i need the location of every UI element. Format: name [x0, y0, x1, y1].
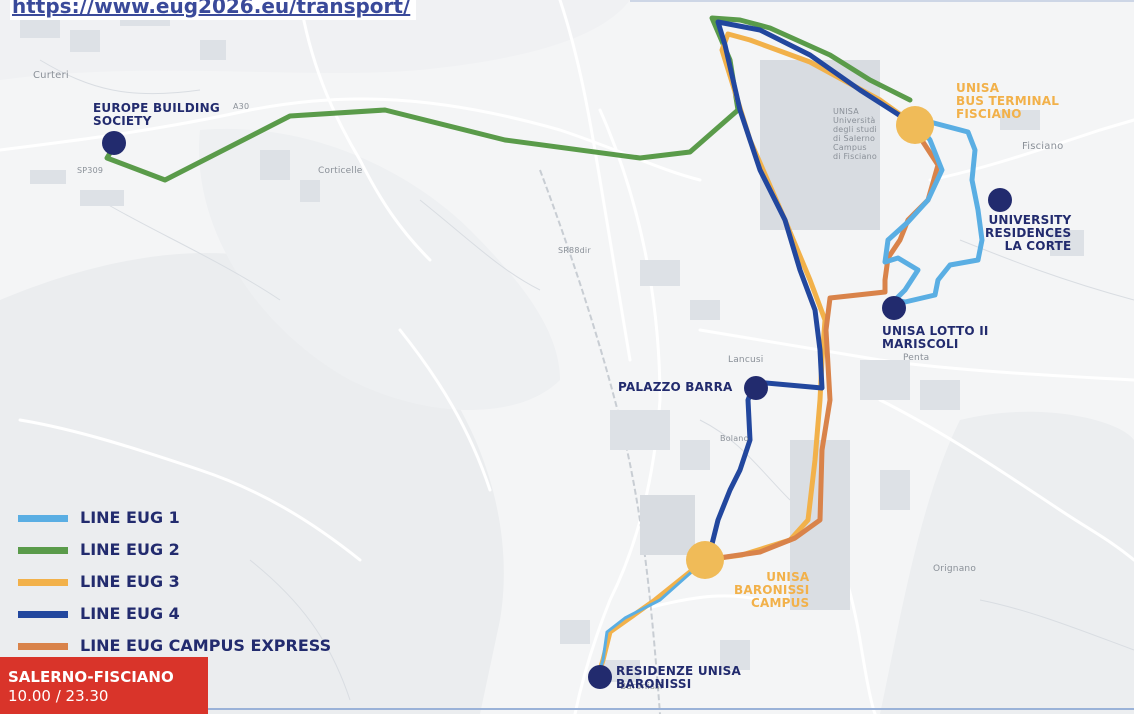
stops — [102, 106, 1012, 689]
route-line-eug-2 — [104, 15, 913, 183]
legend-label: LINE EUG 4 — [80, 604, 180, 623]
legend-swatch — [18, 579, 68, 586]
route-line-eug-1-south — [596, 558, 707, 678]
road — [558, 0, 632, 362]
route-line-eug-4 — [705, 19, 913, 563]
road-label-sp309: SP309 — [77, 166, 104, 175]
place-label-baronissi: Baronissi — [620, 682, 663, 692]
place-label-curteri: Curteri — [33, 70, 69, 81]
built-up-areas — [20, 10, 1084, 682]
stop-europe-building — [102, 131, 126, 155]
hub-unisa-bus-terminal-fisciano — [896, 106, 934, 144]
road-label-sr88: SR88dir — [558, 246, 591, 255]
place-label-corticelle: Corticelle — [318, 166, 363, 176]
top-divider — [630, 0, 1134, 2]
legend-label: LINE EUG CAMPUS EXPRESS — [80, 636, 332, 655]
label-lotto-ii: UNISA LOTTO II MARISCOLI — [882, 324, 989, 351]
road — [398, 328, 492, 492]
place-label-lancusi: Lancusi — [728, 355, 764, 365]
road — [573, 108, 662, 714]
label-baronissi-campus: UNISA BARONISSI CAMPUS — [734, 570, 810, 610]
legend-label: LINE EUG 2 — [80, 540, 180, 559]
label-europe-building: EUROPE BUILDING SOCIETY — [93, 101, 220, 128]
road — [878, 398, 1134, 562]
legend-swatch — [18, 643, 68, 650]
stop-unisa-lotto-ii — [882, 296, 906, 320]
route-line-eug-1 — [882, 119, 985, 305]
road — [298, 0, 432, 262]
road — [638, 594, 762, 612]
legend-swatch — [18, 611, 68, 618]
campus-label: UNISA Università degli studi di Salerno … — [833, 107, 877, 161]
transport-url-link[interactable]: https://www.eug2026.eu/transport/ — [10, 0, 417, 20]
legend-swatch — [18, 515, 68, 522]
stop-residenze-unisa-baronissi — [588, 665, 612, 689]
place-label-penta: Penta — [903, 353, 930, 363]
bottom-divider — [208, 708, 1134, 710]
label-palazzo-barra: PALAZZO BARRA — [618, 380, 733, 394]
hill-shading — [880, 411, 1134, 714]
legend-label: LINE EUG 1 — [80, 508, 180, 527]
road — [928, 118, 1134, 182]
label-bus-terminal: UNISA BUS TERMINAL FISCIANO — [956, 81, 1060, 121]
hill-shading — [199, 128, 560, 411]
place-label-bolano: Bolano — [720, 434, 749, 443]
road — [18, 418, 362, 562]
label-residenze-baronissi: RESIDENZE UNISA BARONISSI — [616, 664, 742, 691]
label-residences-la-corte: UNIVERSITY RESIDENCES LA CORTE — [985, 213, 1072, 253]
legend-label: LINE EUG 3 — [80, 572, 180, 591]
place-label-fisciano: Fisciano — [1022, 141, 1064, 152]
badge-route-title: SALERNO-FISCIANO — [8, 668, 174, 686]
hub-unisa-baronissi-campus — [686, 541, 724, 579]
transit-lines — [104, 15, 985, 679]
legend-swatch — [18, 547, 68, 554]
stop-university-residences-la-corte — [988, 188, 1012, 212]
minor-roads — [39, 59, 1134, 701]
schedule-badge: SALERNO-FISCIANO 10.00 / 23.30 — [0, 657, 208, 714]
stop-palazzo-barra — [744, 376, 768, 400]
road-label-a30: A30 — [233, 102, 250, 111]
place-label-orignano: Orignano — [933, 564, 977, 574]
badge-hours: 10.00 / 23.30 — [8, 687, 109, 705]
